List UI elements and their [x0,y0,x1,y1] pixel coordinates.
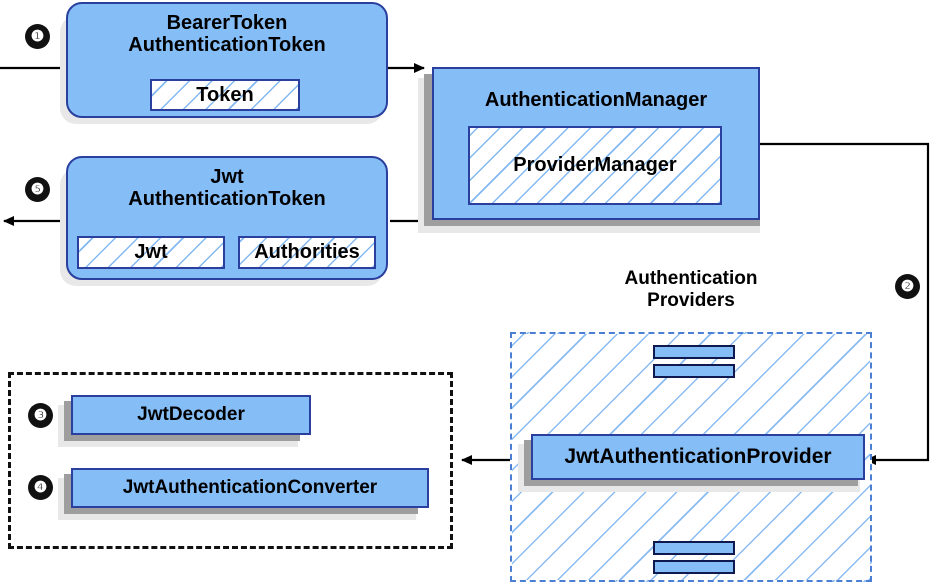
provider-stack-bar-bottom-2 [653,560,735,574]
provider-stack-bar-bottom-1 [653,541,735,555]
jwt-decoder-label: JwtDecoder [137,404,245,426]
connector-manager-to-provider [760,142,930,465]
badge-step-1: ❶ [25,24,50,49]
node-jwt-decoder[interactable]: JwtDecoder [71,395,311,435]
authentication-providers-label: Authentication Providers [578,268,804,312]
badge-step-4: ❹ [28,475,53,500]
provider-manager-label: ProviderManager [513,154,677,176]
provider-stack-bar-top-1 [653,345,735,359]
bearer-token-title-line1: BearerToken [166,12,288,34]
node-jwt-authentication-converter[interactable]: JwtAuthenticationConverter [71,468,429,508]
badge-step-5: ❺ [25,177,50,202]
authentication-manager-title: AuthenticationManager [484,89,708,111]
jwt-authentication-provider-label: JwtAuthenticationProvider [564,445,832,469]
inner-jwt: Jwt [77,236,225,269]
provider-stack-bar-top-2 [653,364,735,378]
badge-step-3: ❸ [28,403,53,428]
jwt-authentication-converter-label: JwtAuthenticationConverter [122,477,378,499]
providers-label-line1: Authentication [624,268,758,289]
authorities-label: Authorities [254,241,360,263]
badge-step-2: ❷ [895,274,920,299]
jwt-label: Jwt [134,241,168,263]
node-jwt-authentication-provider[interactable]: JwtAuthenticationProvider [531,434,865,480]
jwt-components-region [8,372,453,549]
providers-label-line2: Providers [647,289,735,311]
inner-authorities: Authorities [238,236,376,269]
jwt-token-title-line2: AuthenticationToken [128,188,326,211]
inner-provider-manager: ProviderManager [468,126,722,205]
token-label: Token [196,83,254,106]
bearer-token-title-line2: AuthenticationToken [128,34,326,57]
inner-token: Token [150,79,300,111]
jwt-token-title-line1: Jwt [210,166,244,188]
